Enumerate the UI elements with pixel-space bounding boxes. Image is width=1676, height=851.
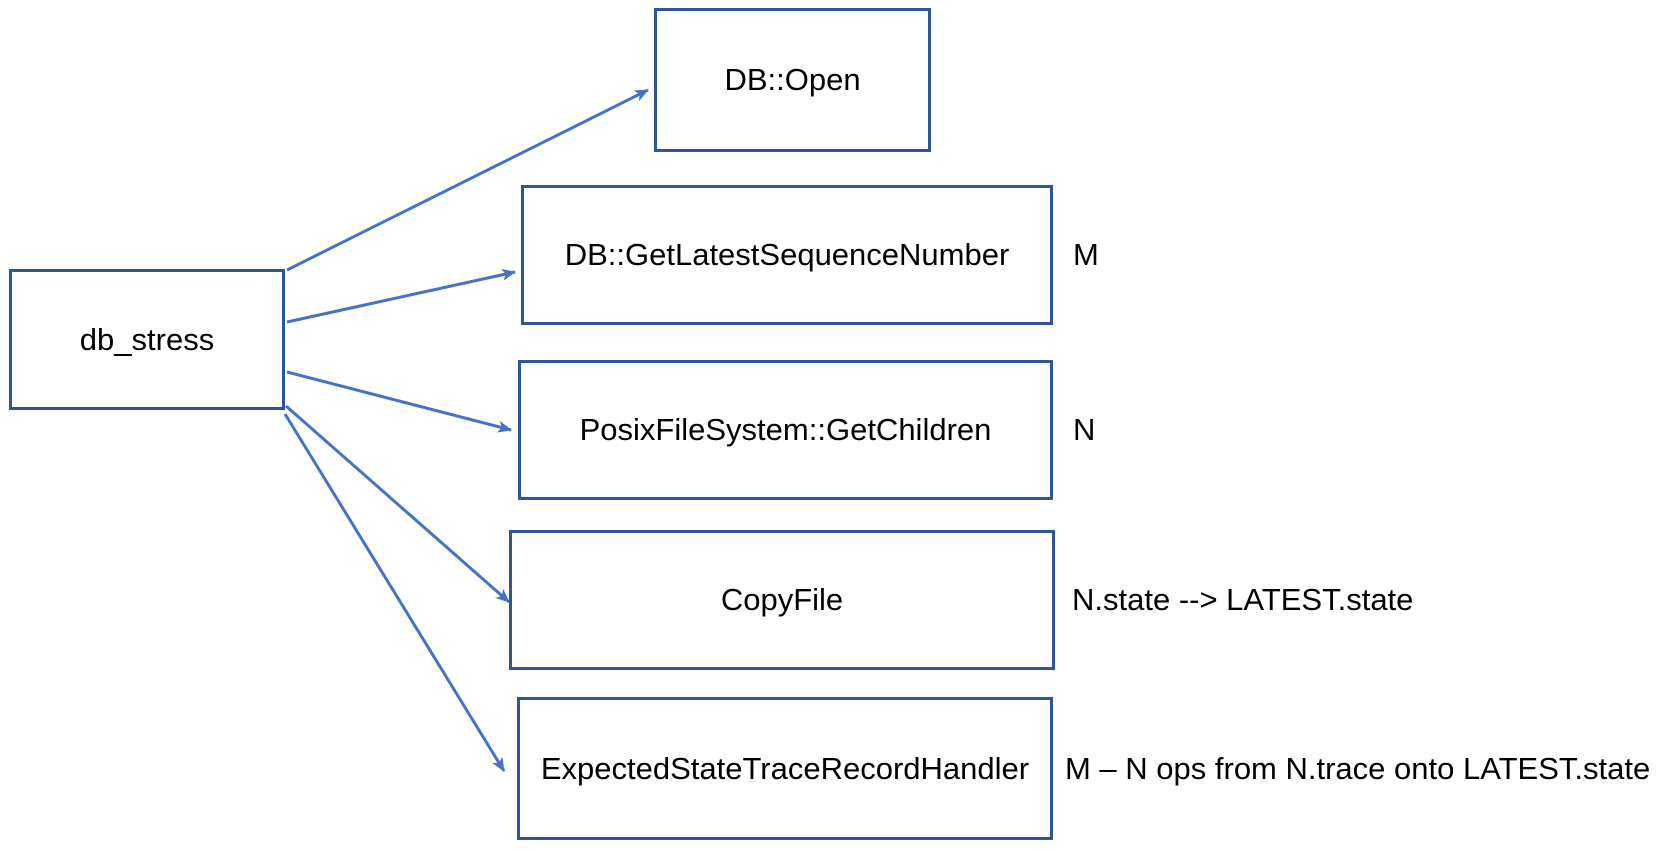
arrow-db-stress-to-copy-file	[285, 404, 510, 604]
annotation-copy-file-text: N.state --> LATEST.state	[1072, 582, 1414, 617]
node-expected-label: ExpectedStateTraceRecordHandler	[540, 750, 1030, 786]
annotation-get-children-text: N	[1073, 412, 1096, 447]
annotation-get-latest: M	[1073, 185, 1099, 325]
annotation-expected: M – N ops from N.trace onto LATEST.state	[1065, 697, 1650, 840]
node-db-stress-label: db_stress	[79, 321, 215, 357]
arrow-db-stress-to-get-latest	[286, 268, 516, 324]
node-copy-file-label: CopyFile	[720, 582, 844, 617]
arrow-db-stress-to-get-children	[286, 370, 512, 433]
annotation-copy-file: N.state --> LATEST.state	[1072, 530, 1413, 670]
node-get-children: PosixFileSystem::GetChildren	[518, 360, 1053, 500]
node-db-open: DB::Open	[654, 8, 931, 152]
node-get-latest-label: DB::GetLatestSequenceNumber	[564, 237, 1010, 272]
node-db-open-label: DB::Open	[724, 62, 861, 97]
node-db-stress: db_stress	[9, 269, 285, 410]
annotation-get-children: N	[1073, 360, 1095, 500]
node-copy-file: CopyFile	[509, 530, 1055, 670]
arrow-db-stress-to-expected	[283, 413, 506, 772]
annotation-expected-text: M – N ops from N.trace onto LATEST.state	[1065, 750, 1651, 786]
node-get-latest-sequence-number: DB::GetLatestSequenceNumber	[521, 185, 1053, 325]
node-get-children-label: PosixFileSystem::GetChildren	[579, 412, 992, 447]
arrow-db-stress-to-db-open	[286, 88, 649, 272]
annotation-get-latest-text: M	[1073, 237, 1099, 272]
node-expected-state-trace-record-handler: ExpectedStateTraceRecordHandler	[517, 697, 1053, 840]
